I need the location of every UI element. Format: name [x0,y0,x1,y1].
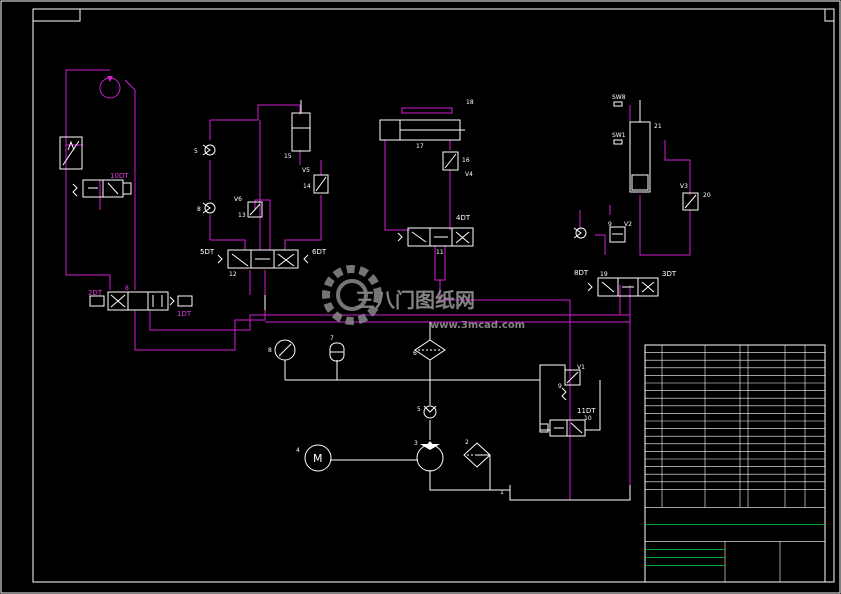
num-v4: V4 [465,171,473,178]
num-21: 21 [654,123,662,130]
num-5b: 5 [417,406,421,413]
label-5dt: 5DT [200,248,215,256]
num-v5: V5 [302,167,310,174]
num-v3: V3 [680,183,688,190]
num-8a: 8 [268,347,272,354]
label-8dt: 8DT [574,269,589,277]
num-5a: 5 [194,148,198,155]
pressure-gauge-8 [274,339,296,361]
label-2dt: 2DT [88,289,103,297]
directional-valve-10dt [72,179,132,198]
cylinder-17 [379,107,465,141]
corner-title-box [32,8,81,22]
directional-valve-19 [587,277,659,297]
num-8b: 8 [197,206,201,213]
num-3: 3 [414,440,418,447]
throttle-valve-14 [313,174,329,194]
num-10: 10 [584,415,592,422]
label-10dt: 10DT [110,172,129,180]
directional-valve-12 [217,249,309,269]
watermark-brand: 三八门图纸网 [355,288,475,312]
num-m: M [313,452,323,465]
num-11: 11 [436,249,444,256]
num-4: 4 [296,447,300,454]
oil-tank [509,485,631,501]
label-4dt: 4DT [456,214,471,222]
directional-valve-11 [397,227,474,247]
num-19: 19 [600,271,608,278]
filter-2 [463,442,491,468]
num-17: 17 [416,143,424,150]
label-11dt: 11DT [577,407,596,415]
watermark: 三八门图纸网 www.3mcad.com [322,265,525,331]
corner-right-box [824,8,835,22]
num-2: 2 [465,439,469,446]
component-numbers: 1 2 3 4 5 5 6 7 8 8 8 9 9 10 11 12 13 14… [125,94,711,496]
label-1dt: 1DT [177,310,192,318]
pipelines [65,69,691,500]
directional-valve-10 [539,419,586,437]
label-3dt: 3DT [662,270,677,278]
num-v6: V6 [234,196,242,203]
label-6dt: 6DT [312,248,327,256]
relief-valve-v1 [561,369,581,401]
hydraulic-pump-3 [416,441,444,472]
throttle-valve-13 [247,201,263,218]
num-sw8: SW8 [612,94,626,101]
num-7: 7 [330,335,334,342]
num-14: 14 [303,183,311,190]
check-valve-5-upper [202,144,216,156]
num-20: 20 [703,192,711,199]
num-9b: 9 [608,221,612,228]
num-sw1: SW1 [612,132,626,139]
num-v1: V1 [577,364,585,371]
num-13: 13 [238,212,246,219]
cylinder-15 [291,100,311,152]
watermark-gear-icon [322,265,382,325]
throttle-valve-16 [442,151,459,171]
pilot-check-valve-v2 [573,226,626,243]
check-valve-5-middle [423,405,437,419]
num-12: 12 [229,271,237,278]
check-valve-5-lower [202,202,216,214]
num-8c: 8 [125,285,129,292]
filter-6 [414,339,446,361]
num-16: 16 [462,157,470,164]
num-15: 15 [284,153,292,160]
title-block [644,344,826,583]
hydraulic-motor [99,76,121,99]
accumulator-7 [329,342,345,362]
num-9a: 9 [558,383,562,390]
relief-valve-left [59,136,83,170]
valve-labels: 10DT 2DT 1DT 5DT 6DT 4DT 8DT 3DT 11DT [88,172,677,415]
num-1: 1 [500,489,504,496]
electric-motor [304,444,332,472]
num-18: 18 [466,99,474,106]
num-v2: V2 [624,221,632,228]
throttle-valve-20 [682,192,699,211]
cylinder-21 [613,100,651,193]
num-6: 6 [413,350,417,357]
inner-border [32,8,835,583]
directional-valve-2dt-1dt [89,291,193,311]
watermark-url: www.3mcad.com [430,320,525,331]
